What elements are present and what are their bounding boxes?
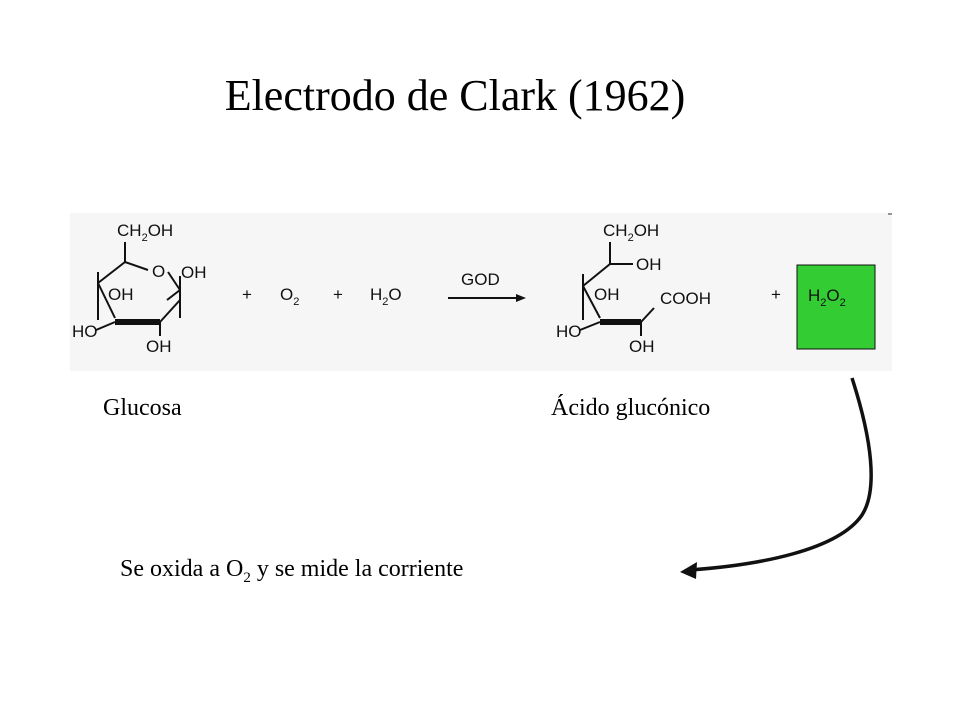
scheme-panel xyxy=(70,213,892,371)
gluconic-bond xyxy=(582,285,601,319)
oxidation-note-suffix: y se mide la corriente xyxy=(250,556,464,582)
gluconic-oh-right: OH xyxy=(636,255,662,274)
hydrogen-peroxide-formula: H2O2 xyxy=(808,286,846,309)
oxidation-note-subscript: 2 xyxy=(243,569,251,586)
glucose-bond xyxy=(167,271,181,291)
glucose-bond xyxy=(124,261,149,271)
gluconic-ho-left: HO xyxy=(556,322,582,341)
plus-sign: + xyxy=(771,285,781,304)
glucose-ho-left: HO xyxy=(72,322,98,341)
glucose-oh-inner: OH xyxy=(108,285,134,304)
gluconic-acid-label: Ácido glucónico xyxy=(551,395,711,421)
gluconic-oh-inner: OH xyxy=(594,285,620,304)
glucose-oh-bottom: OH xyxy=(146,337,172,356)
glucose-ring-oxygen: O xyxy=(152,262,165,281)
curved-arrow xyxy=(689,377,873,572)
curved-arrow-head xyxy=(680,562,697,579)
glucose-bond xyxy=(97,261,126,284)
water-formula: H2O xyxy=(370,285,402,308)
oxygen-formula: O2 xyxy=(280,285,299,308)
page-title: Electrodo de Clark (1962) xyxy=(224,71,686,120)
gluconic-ch2oh-label: CH2OH xyxy=(603,221,659,244)
glucose-label: Glucosa xyxy=(103,395,182,421)
gluconic-oh-bottom: OH xyxy=(629,337,655,356)
oxidation-note-prefix: Se oxida a O xyxy=(120,556,244,582)
plus-sign: + xyxy=(242,285,252,304)
oxidation-note: Se oxida a O2 y se mide la corriente xyxy=(120,556,463,587)
glucose-bond xyxy=(159,299,181,323)
enzyme-label: GOD xyxy=(461,270,500,289)
reaction-arrow-head xyxy=(516,294,526,302)
glucose-bond xyxy=(166,289,181,301)
glucose-bond xyxy=(95,321,116,331)
hydrogen-peroxide-box xyxy=(796,264,876,350)
plus-sign: + xyxy=(333,285,343,304)
gluconic-bond xyxy=(640,307,655,323)
glucose-structure: CH2OH O OH OH HO OH xyxy=(72,221,207,356)
glucose-bond xyxy=(97,282,116,319)
glucose-oh-right: OH xyxy=(181,263,207,282)
gluconic-bond xyxy=(579,321,601,331)
gluconic-bond xyxy=(582,263,611,287)
gluconic-cooh: COOH xyxy=(660,289,711,308)
glucose-ch2oh-label: CH2OH xyxy=(117,221,173,244)
gluconic-acid-structure: CH2OH OH OH COOH HO OH xyxy=(556,221,711,356)
